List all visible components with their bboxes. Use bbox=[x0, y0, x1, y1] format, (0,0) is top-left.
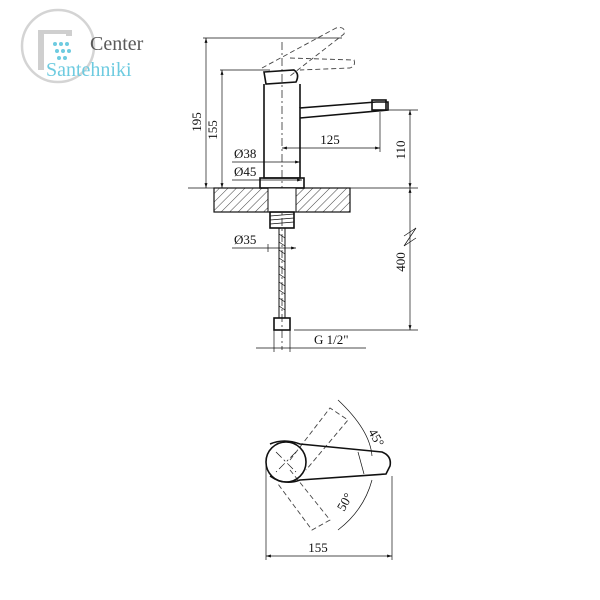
faucet-body bbox=[263, 84, 389, 179]
lever-rot-50-ghost bbox=[277, 469, 331, 531]
centre-cross-b bbox=[275, 451, 297, 473]
dim-155-label: 155 bbox=[205, 120, 220, 140]
shower-head-icon bbox=[38, 30, 72, 70]
dim-110-label: 110 bbox=[393, 140, 408, 159]
top-view: 45° 50° 155 bbox=[265, 399, 393, 560]
logo-line-1: Center bbox=[90, 33, 144, 55]
dim-125-label: 125 bbox=[320, 132, 340, 147]
spout-outline bbox=[269, 440, 392, 484]
threaded-stud bbox=[269, 211, 295, 229]
dim-155-top-label: 155 bbox=[308, 540, 328, 555]
break-mark bbox=[403, 227, 417, 247]
logo-ring bbox=[20, 8, 96, 84]
angle-50-label: 50° bbox=[334, 490, 356, 513]
aerator bbox=[371, 99, 387, 111]
dim-d45-label: Ø45 bbox=[234, 164, 256, 179]
hose-nut bbox=[273, 317, 291, 331]
side-view: 195 155 125 110 Ø38 Ø45 bbox=[188, 27, 418, 352]
brand-logo: Center Santehniki bbox=[20, 8, 144, 84]
logo-line-2: Santehniki bbox=[46, 59, 132, 81]
flexible-hose bbox=[278, 228, 286, 318]
arc-50 bbox=[337, 479, 373, 531]
spout-tip-line bbox=[357, 451, 365, 475]
lever-rot-45-ghost bbox=[289, 407, 349, 471]
water-drops-icon bbox=[53, 42, 71, 60]
centre-cross-a bbox=[275, 451, 297, 473]
angle-45-label: 45° bbox=[365, 426, 387, 449]
mount-hole bbox=[267, 187, 297, 213]
dim-400-label: 400 bbox=[393, 252, 408, 272]
lever-raised-ghost bbox=[261, 27, 345, 77]
dim-d35-label: Ø35 bbox=[234, 232, 256, 247]
dim-d38-label: Ø38 bbox=[234, 146, 256, 161]
dim-thread-label: G 1/2" bbox=[314, 332, 349, 347]
dim-195-label: 195 bbox=[189, 112, 204, 132]
base-circle bbox=[265, 441, 307, 483]
lever-handle bbox=[263, 69, 299, 85]
lever-open-ghost bbox=[289, 57, 355, 71]
